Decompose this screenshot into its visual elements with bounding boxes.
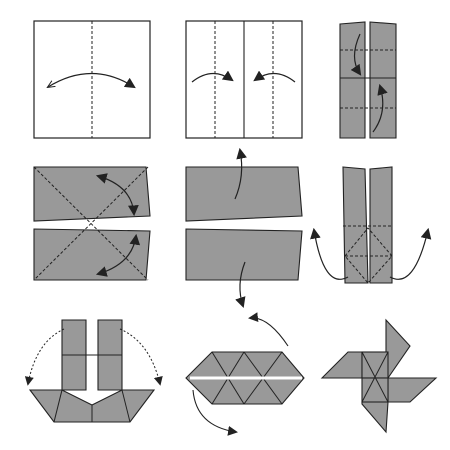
pinwheel-blade-right — [387, 377, 438, 403]
step-5 — [185, 147, 303, 309]
unfold-arrow-up — [234, 147, 247, 200]
fold-arrow-lower — [95, 233, 141, 277]
open-arrow-left — [310, 227, 349, 280]
pinwheel-blade-left — [320, 351, 363, 379]
pinwheel-center-2 — [361, 377, 389, 403]
folded-strip-right — [369, 166, 393, 284]
rotate-arrow-bottom — [192, 389, 238, 436]
step-9 — [320, 318, 438, 434]
step-3 — [339, 21, 397, 139]
step-8 — [185, 312, 305, 436]
upper-flap — [185, 166, 303, 222]
fold-arrow-up — [372, 83, 388, 133]
pinwheel-blade-bottom — [361, 401, 389, 434]
flap-arrow-right — [119, 328, 163, 386]
upper-flap — [33, 166, 151, 222]
pinwheel-crease-b — [361, 351, 389, 403]
unfold-arrow-down — [235, 261, 246, 309]
step-1 — [33, 20, 151, 139]
rotate-arrow-top — [248, 312, 289, 347]
pinwheel-blade-top — [385, 318, 411, 379]
folded-strip-left — [342, 166, 369, 284]
step-6 — [310, 166, 432, 284]
flap-arrow-left — [24, 328, 65, 386]
fold-arrow-right — [253, 70, 296, 83]
fold-arrow — [48, 72, 134, 88]
folded-strip-right — [369, 21, 397, 139]
base-crease-1 — [53, 389, 63, 423]
open-arrow-right — [389, 227, 432, 280]
base-crease-3 — [121, 389, 131, 423]
diamond-crease — [344, 227, 393, 284]
folded-strip-left — [339, 21, 366, 139]
step-7 — [24, 319, 163, 423]
pinwheel-center — [361, 351, 389, 379]
fold-arrow-down — [350, 33, 362, 76]
step-4 — [33, 166, 151, 281]
step-2 — [185, 20, 303, 139]
fold-arrow-left — [191, 70, 234, 83]
fold-arrow-upper — [95, 173, 139, 217]
lower-flap — [33, 228, 151, 281]
lower-flap — [185, 228, 303, 281]
